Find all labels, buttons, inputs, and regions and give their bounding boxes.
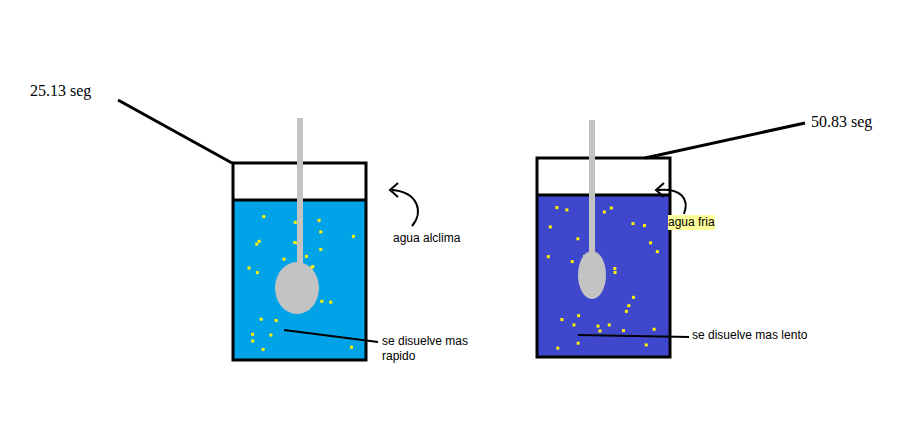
- leader-line: [645, 123, 805, 158]
- sugar-grain: [653, 328, 656, 331]
- sugar-grain: [645, 343, 648, 346]
- sugar-grain: [319, 248, 322, 251]
- water-line: [537, 194, 670, 197]
- sugar-grain: [576, 237, 579, 240]
- sugar-grain: [565, 208, 568, 211]
- arrow-head: [390, 183, 398, 197]
- spoon-handle: [297, 118, 303, 278]
- spoon-bowl: [578, 251, 606, 299]
- sugar-grain: [614, 271, 617, 274]
- sugar-grain: [258, 240, 261, 243]
- sugar-grain: [631, 222, 634, 225]
- sugar-grain: [560, 318, 563, 321]
- sugar-grain: [294, 221, 297, 224]
- sugar-grain: [596, 325, 599, 328]
- time-label: 25.13 seg: [30, 82, 91, 100]
- sugar-grain: [305, 255, 308, 258]
- sugar-grain: [352, 235, 355, 238]
- leader-line: [118, 100, 232, 163]
- sugar-grain: [549, 225, 552, 228]
- sugar-grain: [547, 255, 550, 258]
- sugar-grain: [603, 211, 606, 214]
- curved-arrow: [658, 190, 686, 214]
- sugar-grain: [627, 304, 630, 307]
- sugar-grain: [318, 219, 321, 222]
- sugar-grain: [350, 346, 353, 349]
- sugar-grain: [555, 206, 558, 209]
- sugar-grain: [571, 260, 574, 263]
- time-label: 50.83 seg: [811, 113, 872, 131]
- sugar-grain: [632, 296, 635, 299]
- sugar-grain: [282, 258, 285, 261]
- water-label: agua alclima: [393, 231, 460, 246]
- sugar-grain: [269, 334, 272, 337]
- leader-line: [578, 335, 689, 337]
- sugar-grain: [262, 215, 265, 218]
- sugar-grain: [556, 347, 559, 350]
- sugar-grain: [643, 224, 646, 227]
- sugar-grain: [275, 319, 278, 322]
- beaker: [537, 158, 670, 357]
- sugar-grain: [256, 271, 259, 274]
- sugar-grain: [319, 230, 322, 233]
- arrow-head: [656, 183, 664, 197]
- sugar-grain: [625, 310, 628, 313]
- sugar-grain: [577, 314, 580, 317]
- leader-line: [284, 330, 378, 342]
- sugar-grain: [577, 342, 580, 345]
- sugar-grain: [608, 323, 611, 326]
- spoon-bowl: [275, 262, 319, 314]
- sugar-grain: [329, 301, 332, 304]
- sugar-grain: [320, 300, 323, 303]
- sugar-grain: [656, 250, 659, 253]
- sugar-grain: [613, 267, 616, 270]
- sugar-grain: [598, 329, 601, 332]
- sugar-grain: [260, 318, 263, 321]
- result-label: se disuelve mas lento: [692, 328, 807, 343]
- sugar-grains: [547, 206, 659, 350]
- sugar-grain: [255, 243, 258, 246]
- sugar-grain: [610, 206, 613, 209]
- water-label: agua fria: [668, 215, 715, 230]
- cold-water: [537, 195, 670, 357]
- sugar-grain: [311, 265, 314, 268]
- sugar-grain: [251, 340, 254, 343]
- sugar-grain: [572, 323, 575, 326]
- sugar-grain: [262, 348, 265, 351]
- sugar-grain: [622, 329, 625, 332]
- spoon-handle: [589, 120, 595, 265]
- sugar-grain: [251, 333, 254, 336]
- result-label: se disuelve mas rapido: [382, 334, 482, 364]
- sugar-grain: [293, 241, 296, 244]
- sugar-grain: [649, 241, 652, 244]
- sugar-grain: [247, 267, 250, 270]
